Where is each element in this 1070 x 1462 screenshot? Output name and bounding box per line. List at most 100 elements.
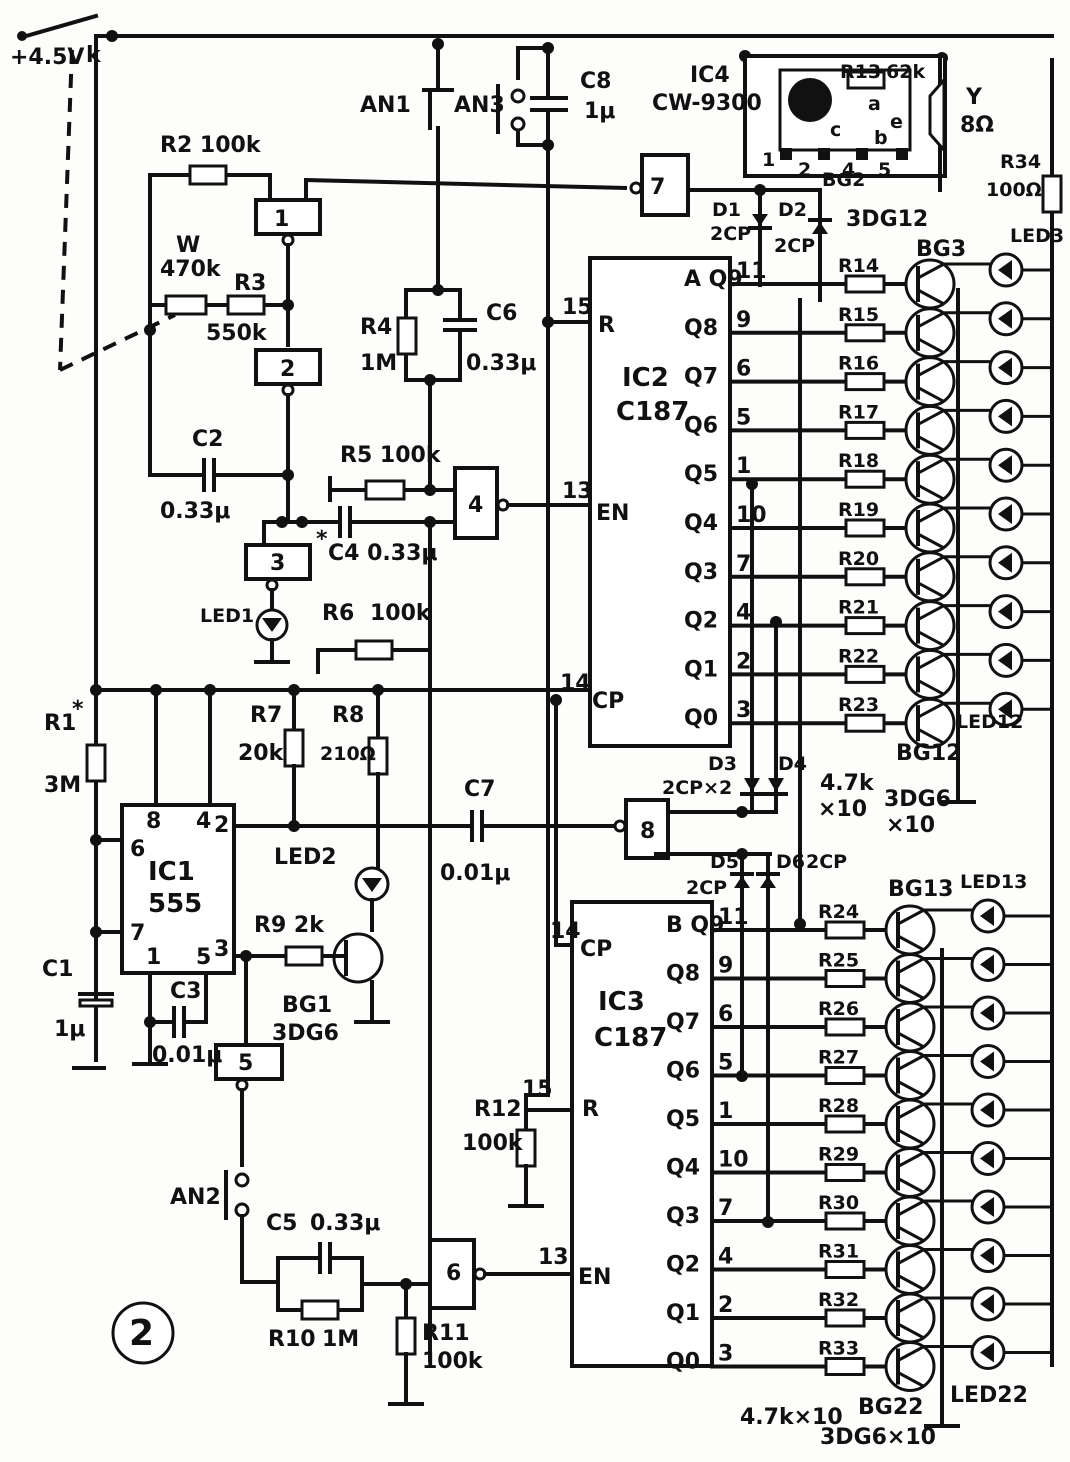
junction [144,324,156,336]
ic2-transistor-collector [917,604,945,621]
label-d1-val: 2CP [710,223,751,245]
ic3-led-diode [980,1148,994,1169]
ic2-transistor-collector [917,360,945,377]
ic1-name: IC1 [148,857,195,887]
ic2-transistor-emitter [917,483,945,501]
ic3-pin-number: 1 [718,1099,733,1124]
resistor-r5 [364,479,406,501]
ic3-output-label: Q5 [666,1107,700,1132]
ic3-resistor-label: R28 [818,1095,859,1117]
led2-diode [362,878,382,892]
ic3-transistor [884,1292,936,1344]
ic2-pin-number: 11 [736,259,767,284]
ic2-transistor-emitter [917,337,945,355]
ic1-pin8: 8 [146,809,161,834]
ic3-led-diode [980,1294,994,1314]
ic2-resistor-label: R19 [838,499,879,521]
ic2-resistor-label: R22 [838,645,879,667]
gate-5 [214,1043,284,1081]
junction [282,299,294,311]
ic3-en-pin: 13 [538,1245,569,1270]
gate-3 [244,543,312,581]
label-r11: R11 [422,1321,470,1346]
resistor-r34 [1041,174,1063,214]
ic4-pin4: 4 [842,159,855,181]
ic3-name: IC3 [598,987,645,1017]
label-d4: D4 [778,753,807,775]
diode-d1 [752,214,768,226]
pushbutton-an3-contact [510,88,526,104]
gate-8 [624,798,670,860]
ic4-pin1: 1 [762,149,775,171]
junction [144,1016,156,1028]
ic3-transistor [884,1050,936,1101]
junction [762,1216,774,1228]
ic2-led-diode [998,699,1012,720]
ic3-base-resistor [824,1260,866,1279]
ic1-type: 555 [148,889,202,919]
label-r3: R3 [234,271,266,296]
ic2-transistor-emitter [917,386,945,403]
junction [106,30,118,42]
ic3-resistor-label: R27 [818,1047,859,1069]
ic4-pad-a: a [868,93,881,115]
ic2-led-diode [998,504,1012,524]
label-d3: D3 [708,753,737,775]
ic3-led-diode [980,1245,994,1266]
ic3-transistor-emitter [897,1031,925,1049]
label-r1: R1 [44,711,76,736]
diode-d2 [812,222,828,234]
ic3-output-label: Q2 [666,1253,700,1278]
ic2-base-resistor [844,274,886,294]
label-r12-val: 100k [462,1131,524,1156]
ic2-led-diode [998,552,1012,573]
ic2-transistor-emitter [917,727,945,745]
ic3-transistor-collector [897,1102,925,1120]
ic4-pad-e: e [890,111,903,133]
ic2-transistor-collector [917,555,945,573]
ic3-resistor-label: R25 [818,950,859,972]
resistor-r1 [85,743,107,783]
label-r1-val: 3M [44,773,81,798]
ic3-transistor-emitter [897,1322,925,1340]
ic3-transistor-collector [897,1054,925,1071]
ic2-base-resistor [844,664,886,684]
ic2-transistor-collector [917,506,945,524]
ic2-r-label: R [598,313,615,338]
ic2-en-label: EN [596,501,629,526]
label-bg22: BG22 [858,1395,923,1420]
ic3-pin-number: 7 [718,1196,733,1221]
junction [746,478,758,490]
ic3-transistor-collector [897,1151,925,1168]
label-r34-val: 100Ω [986,179,1042,201]
ic2-transistor-emitter [917,435,945,452]
ic2-pin-number: 2 [736,649,751,674]
capacitor-c1-plate [78,998,114,1008]
gate-8-label: 8 [640,819,655,844]
ic2-led-diode [998,650,1012,671]
ic3-base-resistor [824,920,866,940]
ic3-r-label: R [582,1097,599,1122]
ic4-pin2: 2 [798,159,811,181]
ic2-transistor [904,404,956,456]
ic3-led-diode [980,906,994,926]
ic3-output-label: B Q9 [666,913,724,938]
ic1-pin2: 2 [214,813,229,838]
ic2-led-diode [998,357,1012,378]
ic4-name: IC4 [690,63,730,88]
ic2-base-resistor [844,567,886,587]
ic2-cp-label: CP [592,689,624,714]
resistor-r6 [354,639,394,661]
inverter-bubble [613,819,627,833]
ic3-base-resistor [824,1066,866,1085]
ic2-output-label: Q6 [684,413,718,438]
ic2-base-resistor [844,518,886,538]
label-d6: D6 [776,851,805,873]
junction [90,926,102,938]
ic3-pin-number: 4 [718,1245,733,1270]
ic3-pin-number: 5 [718,1051,733,1076]
label-r34: R34 [1000,151,1041,173]
junction [794,918,806,930]
ic2-led-diode [998,601,1012,622]
